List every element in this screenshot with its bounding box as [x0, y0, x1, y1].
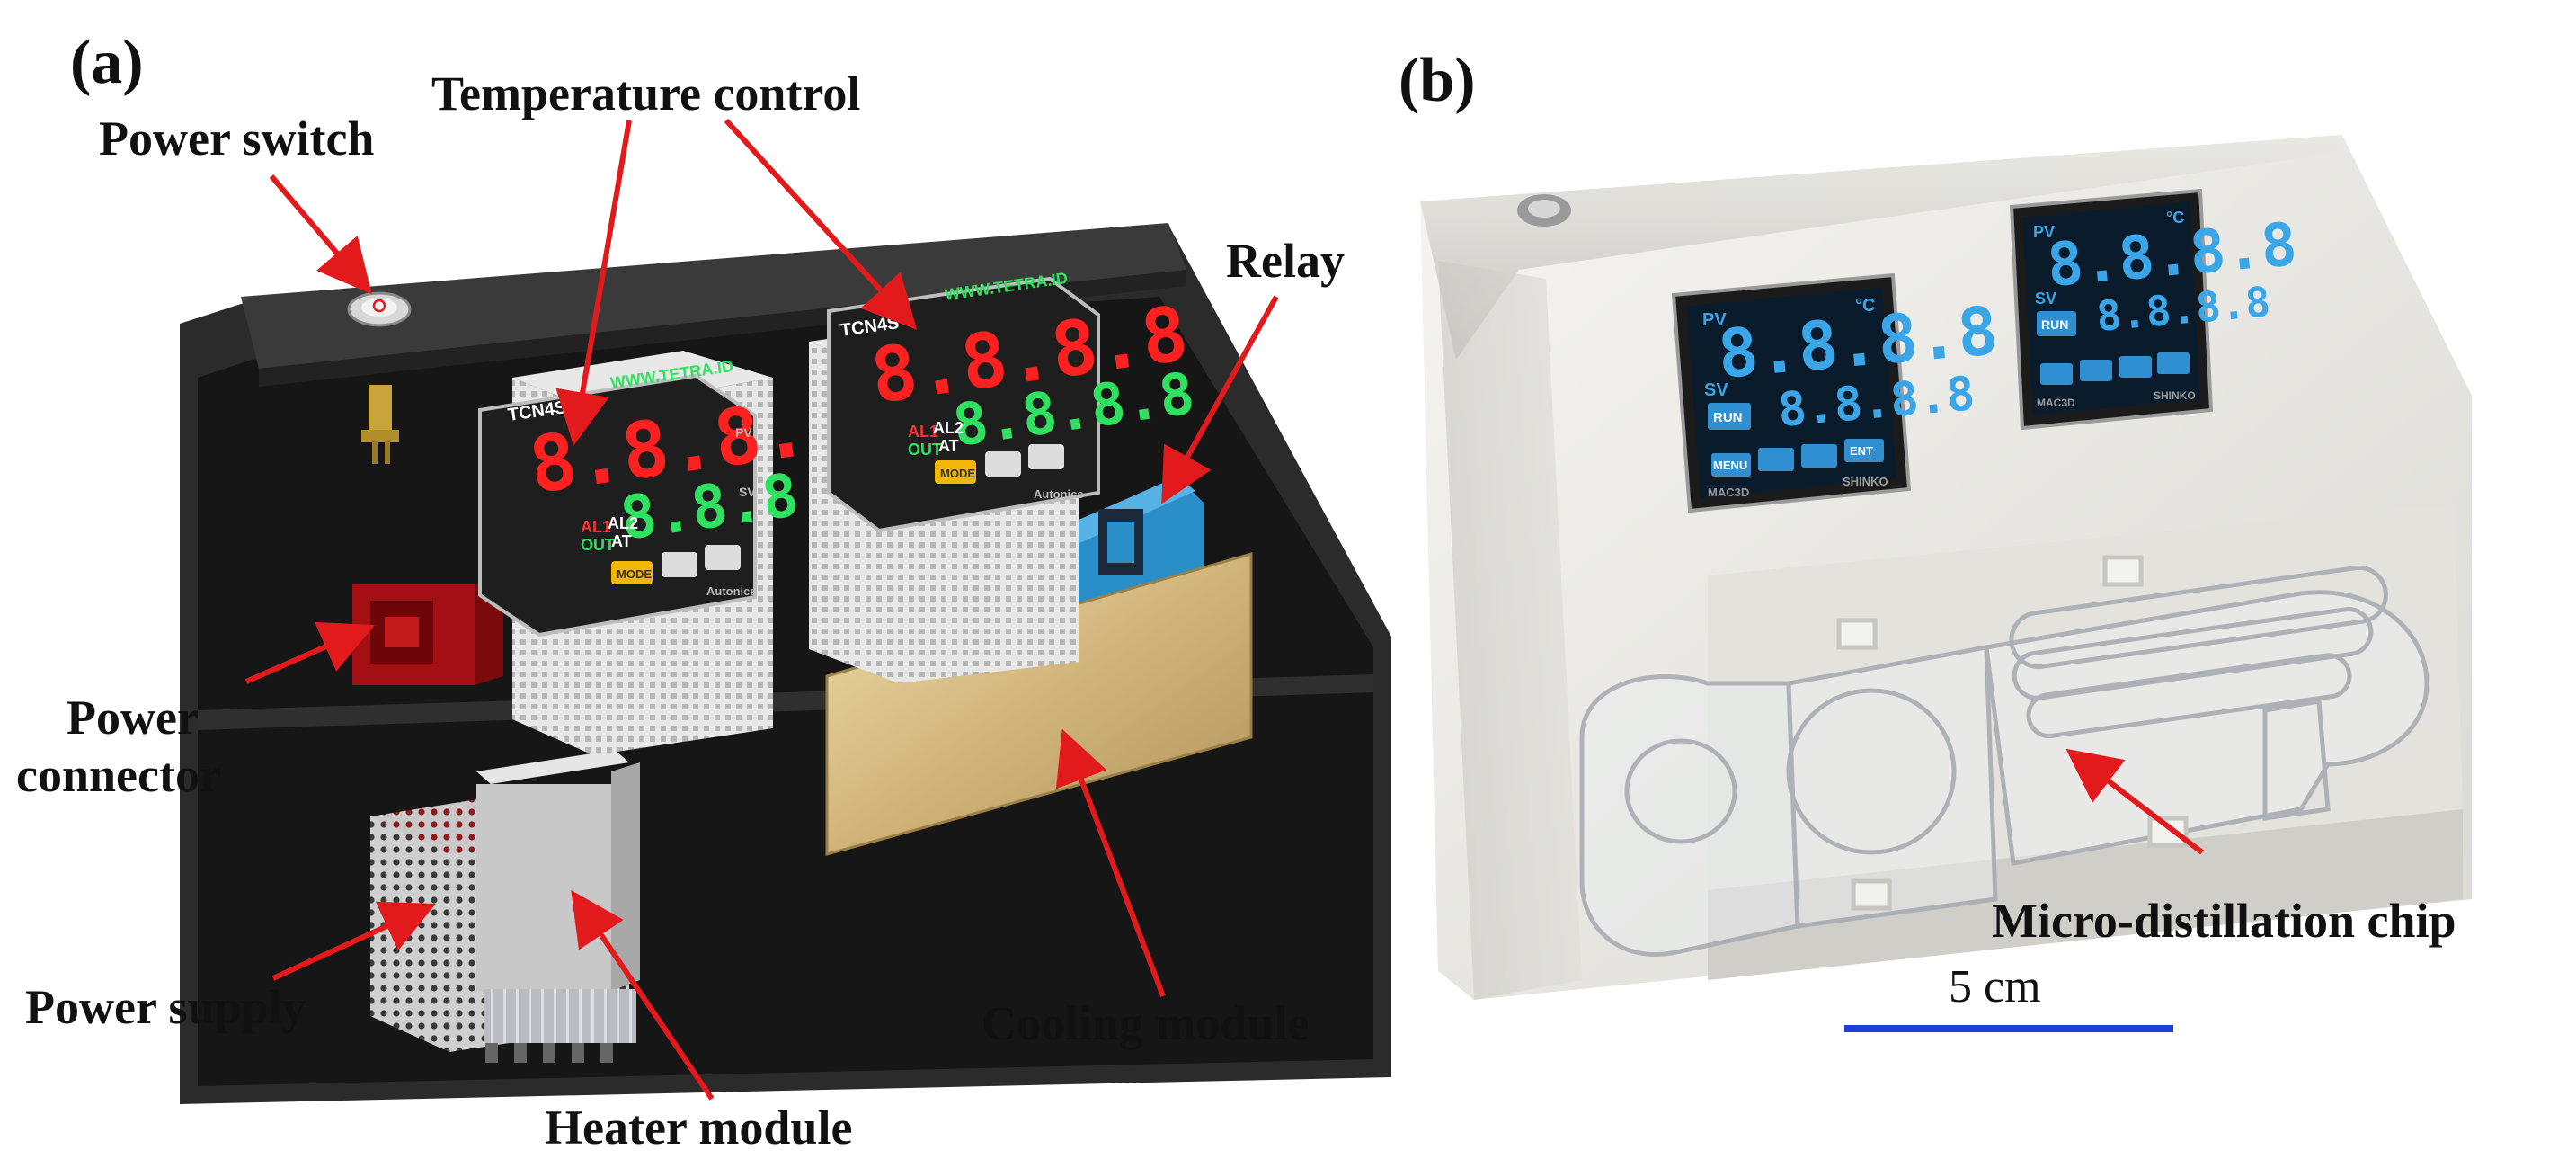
out-right: OUT [908, 441, 942, 459]
arrow-temperature-control-right [724, 118, 918, 330]
unit-lcd-left: °C [1855, 296, 1875, 316]
sv-tag-lcd-left: SV [1704, 380, 1728, 400]
at-left: AT [611, 532, 632, 550]
callout-heater-module: Heater module [545, 1101, 852, 1155]
unit-lcd-right: °C [2166, 209, 2184, 227]
arrow-heater-module [571, 890, 715, 1101]
al2-right: AL2 [933, 419, 964, 437]
run-key-lcd-left [1708, 403, 1751, 430]
sv-tag-lcd-right: SV [2035, 290, 2056, 308]
lcd-controller-right: PV °C 8.8.8.8 SV 8.8.8.8 RUN MAC3D SHINK… [2009, 188, 2299, 431]
callout-power-supply: Power supply [25, 980, 306, 1034]
up-key-lcd-right [2119, 356, 2152, 378]
down-key-lcd-right [2080, 360, 2112, 381]
out-left: OUT [581, 536, 615, 554]
brand-left: Autonics [706, 584, 757, 598]
device-power-button [1517, 194, 1571, 227]
panel-a-arrows [244, 118, 1279, 1101]
callout-power-switch: Power switch [99, 111, 374, 165]
mode-key-right-label: MODE [940, 467, 975, 480]
callout-cooling-module: Cooling module [982, 996, 1310, 1050]
menu-key-lcd-right [2040, 363, 2073, 385]
arrow-power-connector [244, 621, 375, 684]
down-key-lcd-left [1758, 448, 1794, 471]
callout-power-connector-line2: connector [16, 748, 221, 802]
brand-lcd-left: SHINKO [1843, 475, 1888, 488]
panel-a-label: (a) [70, 28, 144, 97]
lcd-controller-left: PV °C 8.8.8.8 SV 8.8.8.8 RUN MENU ENT MA… [1671, 272, 2001, 513]
ent-key-lcd-left-label: ENT [1850, 444, 1873, 458]
brand-right: Autonics [1034, 487, 1084, 501]
arrow-power-switch [269, 174, 372, 295]
callout-temperature-control: Temperature control [431, 67, 860, 120]
al2-left: AL2 [608, 514, 638, 532]
al1-right: AL1 [908, 423, 938, 441]
micro-distillation-chip [1579, 555, 2429, 957]
up-key-lcd-left [1801, 444, 1837, 468]
at-right: AT [938, 437, 959, 455]
left-arrow-key-right [985, 451, 1021, 477]
panel-a: (a) [16, 28, 1391, 1155]
ent-key-lcd-left [1844, 439, 1884, 462]
arrow-power-supply [271, 901, 436, 981]
pv-tag-lcd-left: PV [1702, 310, 1727, 330]
power-switch-button [347, 291, 412, 464]
cooling-module [825, 552, 1253, 856]
run-key-lcd-left-label: RUN [1713, 410, 1743, 425]
model-lcd-right: MAC3D [2037, 397, 2075, 409]
callout-relay: Relay [1226, 234, 1345, 288]
callout-power-connector-line1: Power [67, 691, 199, 744]
down-arrow-key-left [705, 545, 741, 570]
arrow-temperature-control-left [555, 120, 632, 446]
al1-left: AL1 [581, 518, 611, 536]
down-arrow-key-right [1028, 444, 1064, 469]
mode-key-left-label: MODE [617, 567, 652, 581]
menu-key-lcd-left [1711, 453, 1751, 477]
run-key-lcd-right [2037, 311, 2076, 336]
arrow-chip [2065, 748, 2204, 855]
arrow-relay [1161, 295, 1279, 504]
mode-key-right [935, 460, 976, 484]
arrow-cooling-module [1055, 728, 1166, 998]
panel-b: (b) PV °C 8.8.8.8 SV 8.8.8.8 RUN MENU [1399, 46, 2472, 1032]
left-arrow-key-left [662, 552, 697, 577]
menu-key-lcd-left-label: MENU [1713, 459, 1747, 472]
model-lcd-left: MAC3D [1708, 486, 1749, 499]
pv-tag-left: PV [735, 425, 752, 440]
pv-tag-lcd-right: PV [2033, 223, 2055, 241]
panel-b-label: (b) [1399, 46, 1476, 115]
sv-tag-left: SV [739, 485, 756, 499]
run-key-lcd-right-label: RUN [2041, 317, 2068, 332]
scale-bar-label: 5 cm [1949, 961, 2041, 1012]
heater-module [476, 750, 640, 1063]
ent-key-lcd-right [2157, 352, 2190, 374]
mode-key-left [611, 561, 653, 584]
brand-lcd-right: SHINKO [2154, 389, 2196, 402]
callout-chip: Micro-distillation chip [1992, 894, 2456, 948]
